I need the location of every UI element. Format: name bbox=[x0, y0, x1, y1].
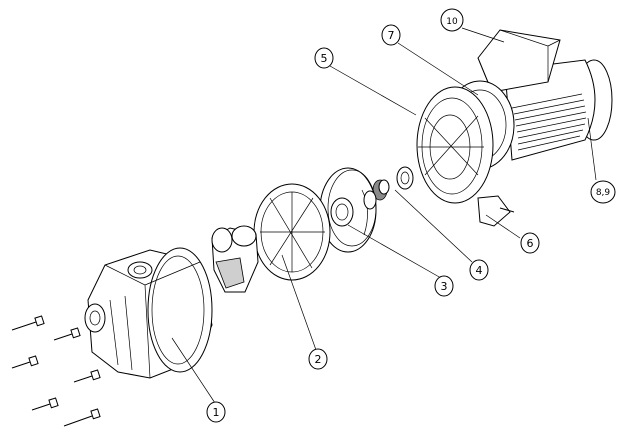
callout-4: 4 bbox=[469, 259, 489, 281]
svg-text:10: 10 bbox=[446, 17, 458, 27]
screw-set bbox=[11, 315, 101, 427]
callout-2: 2 bbox=[308, 348, 328, 370]
screw bbox=[11, 315, 45, 331]
pump-flange bbox=[147, 247, 213, 373]
svg-text:7: 7 bbox=[388, 29, 395, 42]
motor-fins bbox=[511, 93, 587, 151]
callout-8-9: 8,9 bbox=[590, 180, 616, 204]
screw bbox=[73, 369, 101, 383]
pump-body bbox=[84, 247, 213, 379]
svg-text:8,9: 8,9 bbox=[596, 188, 611, 198]
screw bbox=[53, 327, 81, 341]
svg-text:4: 4 bbox=[476, 264, 483, 277]
mechanical-seal bbox=[372, 166, 414, 201]
screw bbox=[63, 408, 101, 427]
screw bbox=[31, 397, 59, 411]
diffuser-plate bbox=[211, 183, 331, 293]
housing-foot bbox=[477, 195, 511, 227]
motor-assembly bbox=[445, 29, 613, 170]
callout-10: 10 bbox=[440, 8, 464, 32]
callout-5: 5 bbox=[314, 47, 334, 69]
svg-text:6: 6 bbox=[527, 237, 534, 250]
callout-1: 1 bbox=[206, 401, 226, 423]
callout-7: 7 bbox=[381, 24, 401, 46]
housing-outer bbox=[416, 86, 494, 204]
svg-text:5: 5 bbox=[321, 52, 328, 65]
svg-text:3: 3 bbox=[441, 280, 448, 293]
screw bbox=[11, 355, 39, 369]
impeller bbox=[319, 167, 377, 253]
leader-lines bbox=[171, 27, 597, 404]
svg-text:2: 2 bbox=[315, 353, 322, 366]
callout-3: 3 bbox=[434, 275, 454, 297]
callout-6: 6 bbox=[520, 232, 540, 254]
impeller-hub bbox=[330, 197, 354, 227]
svg-text:1: 1 bbox=[213, 406, 220, 419]
lantern-housing bbox=[416, 86, 515, 227]
